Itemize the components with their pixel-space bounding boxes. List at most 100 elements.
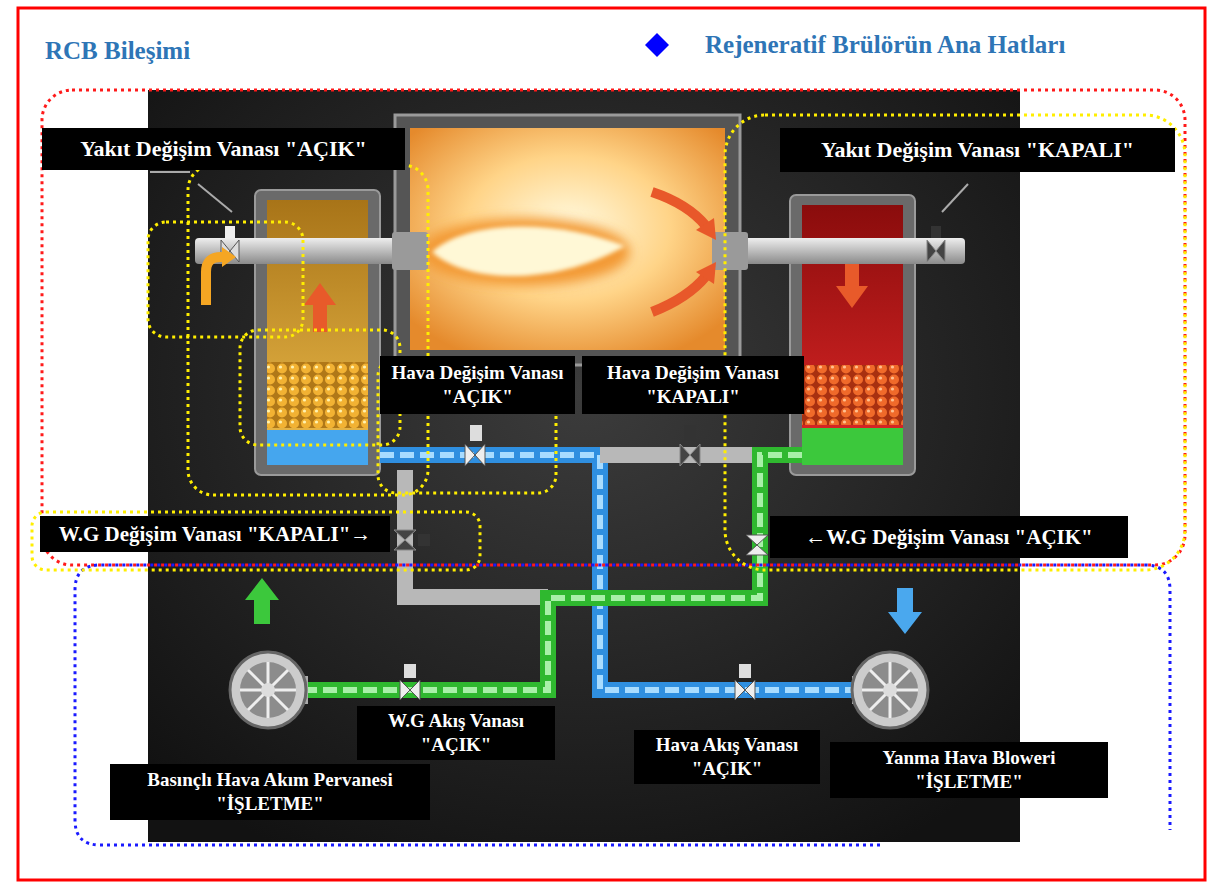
valve-label-text: Hava Değişim Vanası "AÇIK" [388,361,567,409]
valve-label-box: Yanma Hava Bloweri "İŞLETME" [830,742,1108,798]
pipe-valves-part [735,680,755,700]
pipe-valves-part [465,444,485,466]
flue-gas-arrows [652,192,716,312]
valve-label-box: Basınçlı Hava Akım Pervanesi "İŞLETME" [110,764,430,820]
dotted-outlines-part [725,115,1185,570]
flame [420,218,630,286]
valve-label-box: Hava Değişim Vanası "AÇIK" [380,356,575,414]
fuel-valves-part [931,226,941,238]
fuel-arrow-part [206,257,224,305]
outer-frame-part [18,8,1205,880]
right-regenerator [790,195,915,475]
dotted-outlines-part [32,512,480,570]
dotted-outlines [32,90,1185,845]
air-pipe [380,455,852,690]
pipe-valves-part [394,530,416,550]
valve-label-box: Hava Değişim Vanası "KAPALI" [582,356,804,414]
fans-part [240,662,296,718]
burner-pipes-part [392,232,428,270]
valve-label-text: Basınçlı Hava Akım Pervanesi "İŞLETME" [118,768,422,816]
dotted-outlines-part [240,330,400,445]
furnace-chamber [395,115,740,365]
closed-pipe [405,455,790,597]
outer-frame [18,8,1205,880]
left-regenerator-part [267,362,368,428]
dotted-outlines-part [75,565,1170,845]
fuel-arrow-part [222,247,236,267]
left-regenerator-part [267,430,368,465]
fans-part [240,662,296,718]
dotted-outlines-part [188,165,428,495]
fans-part [230,652,306,728]
flow-arrows-part [245,578,279,624]
pipe-valves-part [739,664,751,678]
valve-label-box: Hava Akış Vanası "AÇIK" [634,730,820,784]
left-regenerator [255,190,380,475]
flame-part [420,218,630,286]
pipe-valves-part [404,664,416,678]
flue-gas-arrows-part [696,262,716,284]
right-regenerator-part [802,365,903,425]
fans [230,652,928,728]
fans-part [883,683,897,697]
burner-pipes [195,232,965,270]
right-regenerator-part [802,428,903,465]
pipe-valves-part [684,425,696,441]
valve-label-box: Yakıt Değişim Vanası "AÇIK" [42,128,405,170]
furnace-chamber-part [395,115,740,365]
right-regenerator-part [790,195,915,475]
valve-label-text: W.G Akış Vanası "AÇIK" [365,709,547,757]
pipe-valves-part [680,444,700,466]
flow-arrows [245,578,922,634]
flame-part [432,226,625,276]
fans-part [261,683,275,697]
dark-background [148,90,1020,842]
leader-lines-part [198,184,232,212]
flue-gas-arrows-part [652,276,706,312]
pipe-valves-part [746,535,768,555]
closed-pipe-part [405,470,548,597]
flow-arrows-part [888,588,922,634]
valve-label-box: W.G Değişim Vanası "KAPALI"→ [40,516,390,552]
flue-gas-arrows-part [652,192,706,226]
fuel-valves [221,226,945,262]
heading-diamond [645,33,669,57]
valve-label-text: ←W.G Değişim Vanası "AÇIK" [778,524,1120,550]
air-pipe-part [380,455,852,690]
heading-label: Rejeneratif Brülörün Ana Hatları [705,30,1065,60]
leader-lines-part [150,171,190,173]
fans-part [862,662,918,718]
left-regenerator-part [304,283,336,332]
fans-part [862,662,918,718]
pipe-valves-part [470,425,482,441]
diagram-title: RCB Bileşimi [45,36,190,66]
burner-pipes-part [720,238,965,264]
flue-gas-arrows-part [696,218,716,240]
furnace-chamber-part [410,128,725,350]
leader-lines-part [942,184,968,212]
fuel-valves-part [927,240,945,262]
valve-label-text: Yakıt Değişim Vanası "KAPALI" [788,136,1167,164]
dotted-outlines-part [42,90,1185,565]
right-regenerator-part [836,258,868,308]
valve-label-text: Yanma Hava Bloweri "İŞLETME" [838,746,1100,794]
air-pipe-part [380,455,852,690]
dotted-outlines-part [148,222,303,337]
valve-label-text: Hava Akış Vanası "AÇIK" [642,733,812,781]
burner-pipes-part [712,232,748,270]
pipe-valves-part [418,534,430,546]
valve-label-text: Yakıt Değişim Vanası "AÇIK" [50,135,397,163]
fuel-arrow [206,247,236,305]
valve-label-text: Hava Değişim Vanası "KAPALI" [590,361,796,409]
heading-diamond-part [645,33,669,57]
valve-label-box: Yakıt Değişim Vanası "KAPALI" [780,128,1175,172]
fans-part [852,652,928,728]
waste-gas-pipe [305,455,802,690]
dark-background-part [148,90,1020,842]
valve-label-box: ←W.G Değişim Vanası "AÇIK" [770,516,1128,558]
waste-gas-pipe-part [305,455,802,690]
valve-label-text: W.G Değişim Vanası "KAPALI"→ [48,521,382,547]
left-regenerator-part [255,190,380,475]
pipe-valves [394,425,768,700]
fuel-valves-part [225,226,235,238]
